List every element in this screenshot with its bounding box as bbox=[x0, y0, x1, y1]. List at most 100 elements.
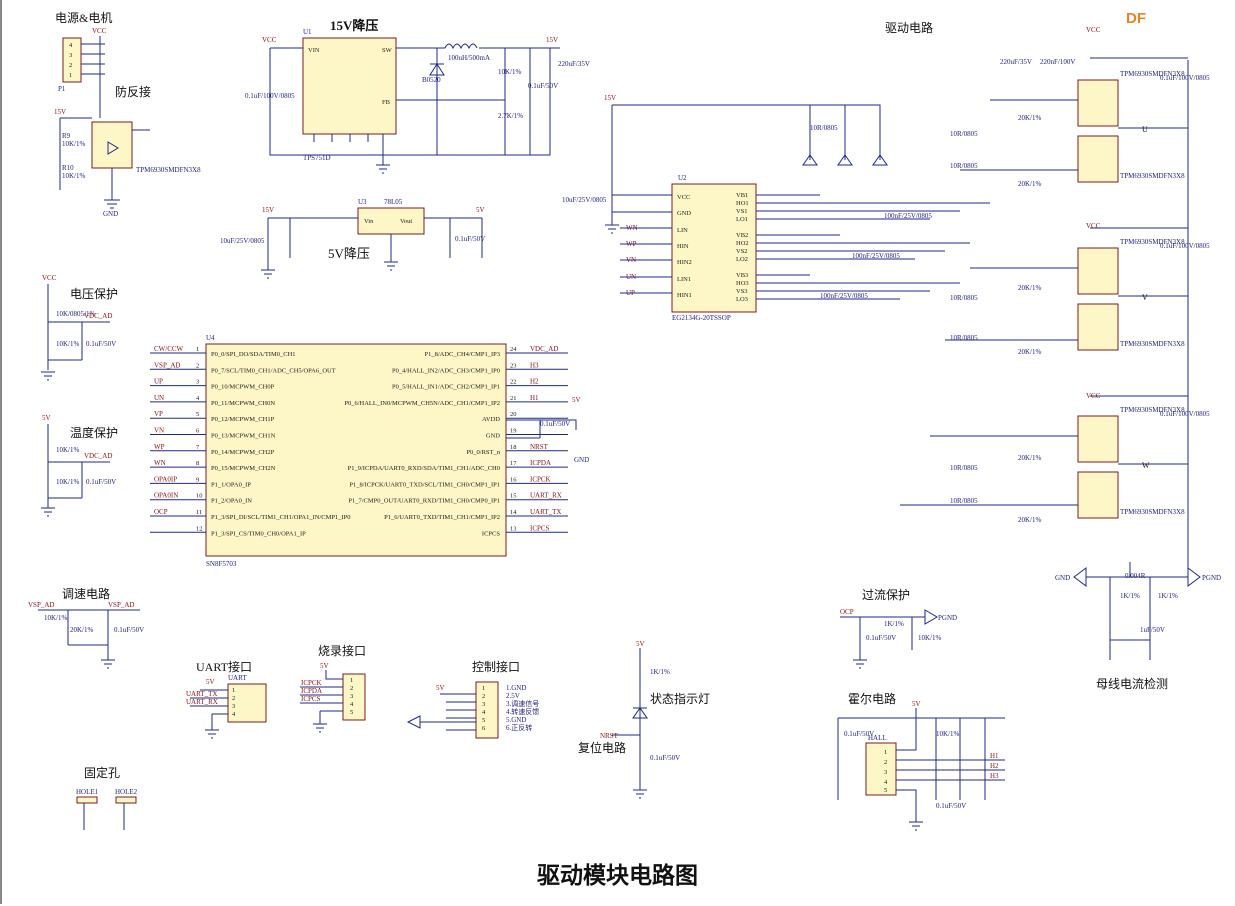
svg-text:VB3: VB3 bbox=[736, 272, 748, 279]
svg-text:1K/1%: 1K/1% bbox=[1158, 592, 1178, 600]
svg-text:SN8F5703: SN8F5703 bbox=[206, 560, 237, 568]
mcu-u4: U4 SN8F5703 P0_0/SPI_DO/SDA/TIM0_CH11CW/… bbox=[150, 334, 589, 568]
svg-text:10R/0805: 10R/0805 bbox=[950, 294, 978, 302]
u4-pin-right: P0_6/HALL_IN0/MCPWM_CH5N/ADC_CH1/CMP1_IP… bbox=[344, 400, 500, 407]
title-control: 控制接口 bbox=[472, 659, 520, 674]
svg-text:0.1uF/50V: 0.1uF/50V bbox=[528, 82, 558, 90]
u4-pin-number: 1 bbox=[196, 346, 199, 353]
svg-text:VB1: VB1 bbox=[736, 192, 748, 199]
svg-text:10K/1%: 10K/1% bbox=[498, 68, 522, 76]
svg-text:1: 1 bbox=[482, 685, 485, 692]
svg-text:1K/1%: 1K/1% bbox=[650, 668, 670, 676]
svg-text:2: 2 bbox=[482, 693, 485, 700]
svg-text:10K/1%: 10K/1% bbox=[62, 172, 86, 180]
svg-text:TPM6930SMDFN3X8: TPM6930SMDFN3X8 bbox=[1120, 406, 1185, 414]
u4-pin-number: 20 bbox=[510, 411, 517, 418]
svg-text:3: 3 bbox=[69, 52, 72, 59]
svg-text:TPM6930SMDFN3X8: TPM6930SMDFN3X8 bbox=[1120, 238, 1185, 246]
svg-text:5V: 5V bbox=[476, 206, 485, 214]
svg-text:10uF/25V/0805: 10uF/25V/0805 bbox=[220, 237, 265, 245]
svg-text:UART_TX: UART_TX bbox=[186, 690, 217, 698]
svg-text:HIN: HIN bbox=[677, 243, 689, 250]
svg-text:5V: 5V bbox=[42, 414, 51, 422]
diagram-caption: 驱动模块电路图 bbox=[537, 863, 698, 889]
svg-text:0.1uF/100V/0805: 0.1uF/100V/0805 bbox=[1160, 410, 1210, 418]
title-reset: 复位电路 bbox=[578, 740, 626, 755]
u4-pin-right: P0_4/HALL_IN2/ADC_CH3/CMP1_IP0 bbox=[392, 367, 500, 374]
svg-text:HO2: HO2 bbox=[736, 240, 749, 247]
u4-net-right: NRST bbox=[530, 443, 549, 451]
svg-text:4: 4 bbox=[350, 701, 354, 708]
svg-text:FB: FB bbox=[382, 99, 391, 106]
svg-text:20K/1%: 20K/1% bbox=[1018, 284, 1042, 292]
svg-text:2: 2 bbox=[350, 685, 353, 692]
svg-text:10K/1%: 10K/1% bbox=[936, 730, 960, 738]
title-temp-protect: 温度保护 bbox=[70, 425, 118, 440]
svg-text:VDC_AD: VDC_AD bbox=[84, 452, 112, 460]
u4-pin-number: 5 bbox=[196, 411, 199, 418]
u4-pin-number: 13 bbox=[510, 525, 517, 532]
hall-circuit: HALL 12 34 5 5V H1 H2 H3 0.1uF/50V 10K/1… bbox=[837, 700, 1005, 831]
svg-text:LIN1: LIN1 bbox=[677, 276, 691, 283]
u4-net-left: VN bbox=[154, 427, 164, 435]
title-reverse-protect: 防反接 bbox=[115, 84, 151, 99]
u4-pin-right: P1_8/ICPCK/UART0_TXD/SCL/TIM1_CH0/CMP1_I… bbox=[349, 481, 500, 488]
svg-text:U4: U4 bbox=[206, 334, 215, 342]
svg-text:10K/1%: 10K/1% bbox=[56, 446, 80, 454]
svg-text:HOLE2: HOLE2 bbox=[115, 788, 138, 796]
svg-text:B0520: B0520 bbox=[422, 76, 441, 84]
u4-pin-left: P1_3/SPI_CS/TIM0_CH0/OPA1_IP bbox=[211, 530, 306, 537]
svg-text:5V: 5V bbox=[636, 640, 645, 648]
svg-text:VCC: VCC bbox=[1086, 26, 1101, 34]
svg-text:100nF/25V/0805: 100nF/25V/0805 bbox=[852, 252, 900, 260]
svg-text:100nF/25V/0805: 100nF/25V/0805 bbox=[884, 212, 932, 220]
phase-u-label: U bbox=[1142, 125, 1148, 134]
svg-text:1: 1 bbox=[884, 749, 887, 756]
svg-text:LO2: LO2 bbox=[736, 256, 748, 263]
svg-text:2.7K/1%: 2.7K/1% bbox=[498, 112, 523, 120]
u4-net-left: OCP bbox=[154, 508, 168, 516]
title-mount: 固定孔 bbox=[84, 765, 120, 780]
chip-u3 bbox=[357, 207, 425, 235]
svg-text:TPM6930SMDFN3X8: TPM6930SMDFN3X8 bbox=[1120, 508, 1185, 516]
u4-pin-number: 14 bbox=[510, 509, 517, 516]
svg-text:PGND: PGND bbox=[938, 614, 957, 622]
u4-pin-left: P0_11/MCPWM_CH0N bbox=[211, 400, 275, 407]
u4-pin-left: P0_0/SPI_DO/SDA/TIM0_CH1 bbox=[211, 351, 296, 358]
u4-net-right: ICPCK bbox=[530, 475, 551, 483]
svg-text:2: 2 bbox=[884, 759, 887, 766]
title-buck15: 15V降压 bbox=[330, 18, 378, 33]
temp-protect-circuit: 5V 10K/1% VDC_AD 10K/1% 0.1uF/50V bbox=[41, 414, 116, 517]
svg-text:VS2: VS2 bbox=[736, 248, 748, 255]
svg-text:20K/1%: 20K/1% bbox=[70, 626, 94, 634]
svg-text:VCC: VCC bbox=[262, 36, 277, 44]
svg-text:20K/1%: 20K/1% bbox=[1018, 114, 1042, 122]
svg-text:15V: 15V bbox=[546, 36, 558, 44]
u4-net-right: UART_RX bbox=[530, 492, 562, 500]
svg-text:U3: U3 bbox=[358, 198, 367, 206]
svg-text:1uF/50V: 1uF/50V bbox=[1140, 626, 1165, 634]
svg-text:10K/1%: 10K/1% bbox=[44, 614, 68, 622]
svg-text:10K/1%: 10K/1% bbox=[56, 340, 80, 348]
driver-ic-u2: U2 EG2134G-20TSSOP VCC GND LIN HIN HIN2 … bbox=[562, 94, 990, 322]
svg-text:10K/1%: 10K/1% bbox=[918, 634, 942, 642]
svg-text:6: 6 bbox=[482, 725, 486, 732]
u4-pin-number: 21 bbox=[510, 395, 517, 402]
u4-net-left: WP bbox=[154, 443, 165, 451]
svg-text:5: 5 bbox=[482, 717, 485, 724]
svg-text:4: 4 bbox=[232, 711, 236, 718]
phase-w-label: W bbox=[1142, 461, 1150, 470]
title-overcurrent: 过流保护 bbox=[862, 588, 910, 602]
u4-net-right: ICPCS bbox=[530, 524, 550, 532]
svg-text:ICPCS: ICPCS bbox=[301, 695, 321, 703]
svg-text:EG2134G-20TSSOP: EG2134G-20TSSOP bbox=[672, 314, 731, 322]
svg-text:20K/1%: 20K/1% bbox=[1018, 454, 1042, 462]
svg-text:0.1uF/50V: 0.1uF/50V bbox=[455, 235, 485, 243]
u4-pin-right: P1_9/ICPDA/UART0_RXD/SDA/TIM1_CH1/ADC_CH… bbox=[348, 465, 500, 472]
title-uart: UART接口 bbox=[196, 659, 252, 674]
u4-pin-number: 19 bbox=[510, 428, 517, 435]
svg-text:5V: 5V bbox=[320, 662, 329, 670]
svg-text:VIN: VIN bbox=[308, 47, 320, 54]
